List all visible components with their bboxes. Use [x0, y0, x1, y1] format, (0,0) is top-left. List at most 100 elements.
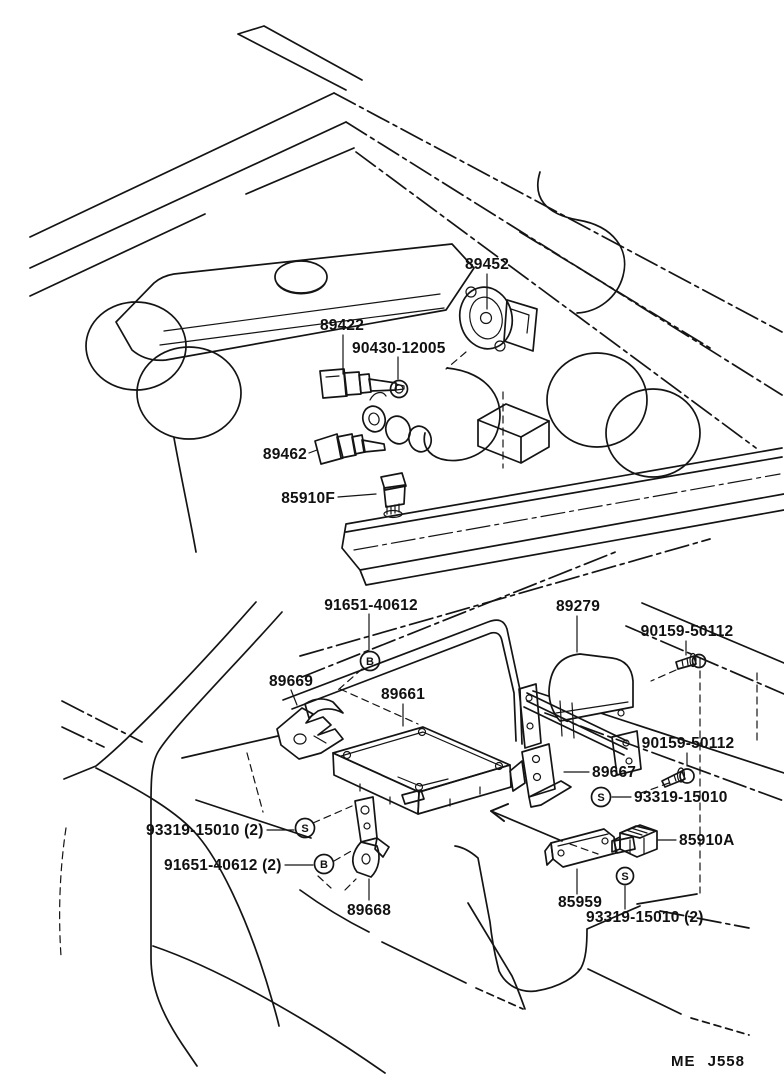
- fastener-glyphs: B S B S S: [294, 650, 635, 886]
- floor-diagonal: [381, 941, 467, 984]
- valve-cover-ribs: [159, 293, 445, 346]
- assembly-dash-line: [337, 668, 363, 691]
- floor-diagonal-dash: [475, 987, 524, 1010]
- install-direction-arrow: [490, 803, 599, 855]
- screw-90159-50112-lower: [661, 767, 695, 788]
- engine-bay-view: [29, 25, 784, 586]
- figure-code: ME J558: [671, 1053, 745, 1070]
- circled-s-glyph: S: [294, 817, 316, 839]
- part-label-89667: 89667: [592, 764, 636, 781]
- relay-box: [477, 403, 550, 464]
- relay-85910a: [611, 824, 658, 858]
- part-label-90430-12005: 90430-12005: [352, 340, 446, 357]
- glyph-letter: B: [320, 859, 328, 871]
- glyph-letter: S: [301, 823, 308, 835]
- part-label-89661: 89661: [381, 686, 425, 703]
- seat-riser-curve: [299, 889, 370, 933]
- bracket-89669: [276, 698, 344, 760]
- cowl-top-line: [299, 538, 711, 657]
- assembly-dash-line: [312, 805, 353, 824]
- valve-cover: [115, 243, 475, 362]
- heater-hose: [423, 367, 501, 462]
- oil-filler-cap-rim: [276, 283, 326, 295]
- dash-frame-outer: [282, 619, 523, 745]
- glyph-letter: S: [597, 792, 604, 804]
- a-pillar-inner: [150, 611, 283, 1067]
- part-label-89452: 89452: [465, 256, 509, 273]
- part-label-90159-50112-lower: 90159-50112: [642, 735, 735, 752]
- cowl-line: [29, 213, 206, 297]
- door-sill: [95, 767, 280, 1027]
- part-label-91651-40612: 91651-40612: [324, 597, 418, 614]
- cowl-line: [29, 121, 347, 269]
- floor-panel-line: [659, 910, 750, 929]
- ecu-89661: [332, 726, 512, 815]
- floor-diagonal: [587, 968, 682, 1015]
- windshield-edge: [237, 25, 363, 91]
- cowl-line: [355, 151, 757, 449]
- assembly-dash-line: [339, 688, 419, 725]
- part-label-89279: 89279: [556, 598, 600, 615]
- cowl-line: [29, 92, 335, 238]
- floor-line: [152, 945, 386, 1074]
- part-label-85959: 85959: [558, 894, 602, 911]
- part-label-90159-50112-upper: 90159-50112: [641, 623, 734, 640]
- circled-b-glyph: B: [359, 650, 381, 672]
- cowl-line: [333, 92, 783, 333]
- a-pillar-outer: [63, 601, 257, 780]
- amplifier-89279: [548, 653, 634, 722]
- screw-90159-50112-upper: [675, 652, 707, 670]
- body-section-line: [61, 700, 143, 743]
- part-label-91651-40612-2: 91651-40612 (2): [164, 857, 282, 874]
- brake-booster-outer: [605, 388, 701, 478]
- cross-member: [341, 447, 784, 586]
- sensor-85910f: [380, 472, 407, 519]
- tunnel-outline: [454, 845, 641, 993]
- part-label-89462: 89462: [263, 446, 307, 463]
- glyph-letter: B: [366, 656, 374, 668]
- assembly-dash-line: [445, 351, 467, 370]
- dash-panel-line: [544, 712, 784, 802]
- sensor-89452: [458, 286, 538, 352]
- circled-b-glyph: B: [313, 853, 335, 875]
- glyph-letter: S: [621, 871, 628, 883]
- kick-panel-dash: [246, 752, 264, 813]
- bracket-89667: [509, 743, 572, 808]
- kick-panel-crease: [181, 735, 312, 839]
- callout-labels: 89452 89422 90430-12005 89462 85910F 916…: [146, 256, 735, 926]
- distributor-cap: [85, 301, 187, 391]
- leader-lines: [266, 273, 688, 910]
- assembly-dash-line: [650, 669, 677, 682]
- brake-booster: [546, 352, 648, 448]
- part-label-85910f: 85910F: [281, 490, 335, 507]
- tunnel-edge: [467, 902, 526, 1010]
- circled-s-glyph: S: [590, 786, 612, 808]
- part-label-93319-15010-2-right: 93319-15010 (2): [586, 909, 704, 926]
- sensor-89462: [314, 433, 386, 465]
- bracket-89668: [351, 796, 390, 878]
- firewall-line: [519, 231, 711, 349]
- air-cleaner: [136, 346, 242, 440]
- cowl-line: [245, 147, 355, 195]
- hose-line: [173, 437, 197, 553]
- wheelhouse-arc: [59, 827, 67, 957]
- circled-s-glyph: S: [615, 866, 635, 886]
- body-section-line: [61, 726, 105, 748]
- cabin-view: [59, 538, 784, 1074]
- washer-90430-12005: [389, 379, 409, 399]
- thermostat-housing: [361, 391, 433, 453]
- cowl-top-line: [301, 550, 619, 678]
- oil-filler-cap: [274, 260, 328, 294]
- assembly-dash-line: [333, 849, 354, 862]
- floor-diagonal-dash: [690, 1017, 750, 1036]
- bracket-rail-89279: [518, 683, 642, 776]
- assembly-dash-line: [317, 875, 357, 891]
- part-label-93319-15010: 93319-15010: [634, 789, 728, 806]
- dash-panel-line: [641, 602, 784, 664]
- part-label-93319-15010-2-left: 93319-15010 (2): [146, 822, 264, 839]
- part-label-89669: 89669: [269, 673, 313, 690]
- firewall-recess: [536, 171, 626, 314]
- floor-panel-line: [636, 893, 698, 905]
